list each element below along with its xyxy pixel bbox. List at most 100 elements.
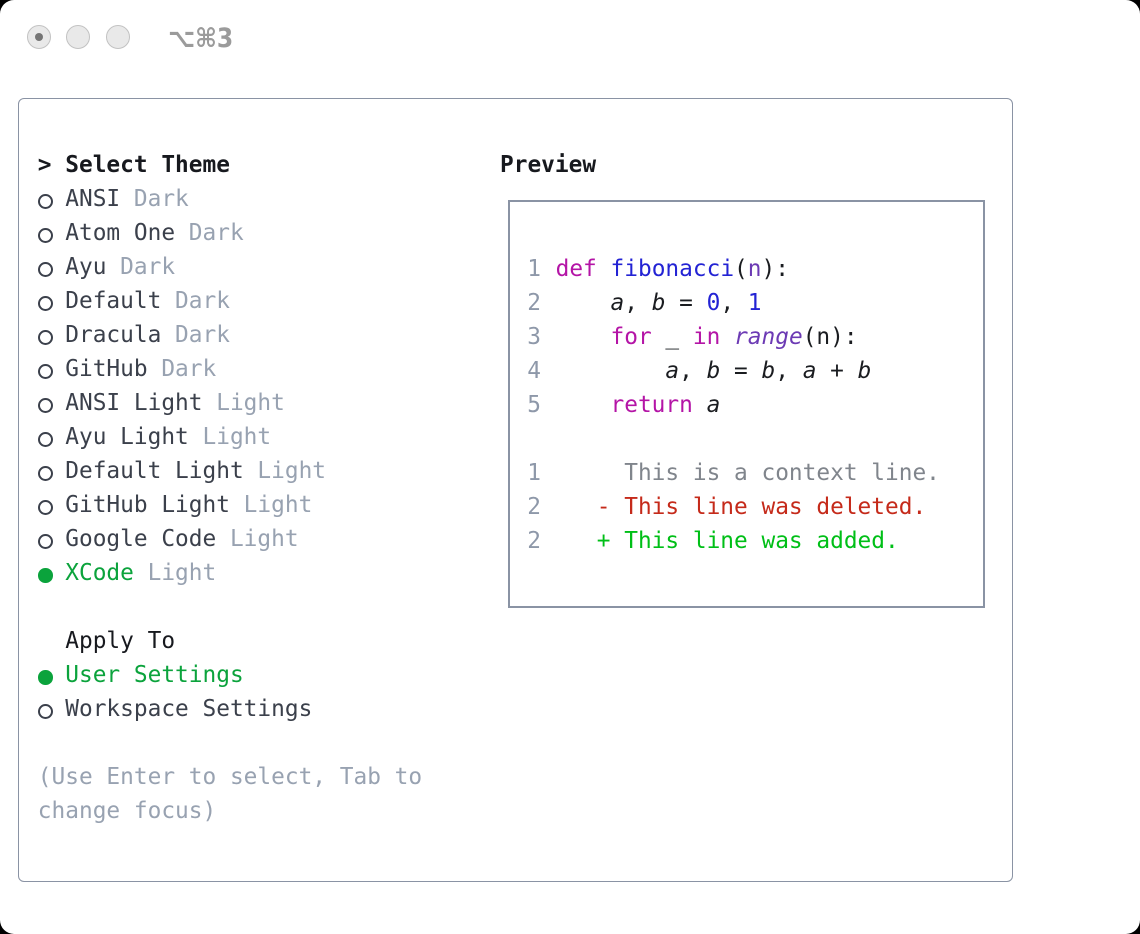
code-token: 1	[747, 290, 762, 317]
theme-variant: Dark	[120, 186, 189, 213]
radio-unselected-icon	[37, 284, 53, 318]
theme-variant: Dark	[161, 322, 230, 349]
theme-option-ayu-light[interactable]: Ayu Light Light	[37, 420, 272, 454]
apply-option-label: Workspace Settings	[65, 696, 313, 723]
theme-name: GitHub Light	[65, 492, 230, 519]
code-token: a	[706, 392, 721, 419]
theme-option-xcode[interactable]: XCode Light	[38, 556, 216, 590]
code-token	[597, 256, 611, 282]
line-number: 5	[527, 392, 542, 419]
theme-option-ayu[interactable]: Ayu Dark	[37, 250, 176, 284]
apply-to-heading: Apply To	[38, 624, 175, 658]
gap	[52, 186, 66, 212]
code-token: a	[802, 358, 817, 385]
code-token: =	[720, 358, 762, 385]
theme-variant: Dark	[106, 254, 176, 281]
radio-unselected-icon	[37, 692, 53, 726]
code-token: ,	[720, 290, 748, 317]
code-token: def	[555, 256, 597, 283]
theme-variant: Light	[243, 458, 327, 485]
code-token: (	[734, 256, 748, 283]
line-number: 2	[527, 528, 542, 555]
gap	[52, 560, 66, 586]
select-theme-title: Select Theme	[65, 152, 230, 179]
diff-line: 1 This is a context line.	[0, 456, 1140, 490]
gap	[52, 662, 66, 688]
code-line-content: for _ in range(n):	[556, 320, 858, 354]
theme-option-github[interactable]: GitHub Dark	[37, 352, 217, 386]
code-line-content: return a	[556, 388, 721, 422]
gap	[52, 220, 66, 246]
minimize-button[interactable]	[66, 25, 91, 50]
gap	[52, 696, 66, 722]
theme-name: Ayu	[65, 254, 107, 281]
code-token	[556, 494, 597, 520]
line-number: 2	[527, 494, 542, 521]
window-title: ⌥⌘3	[168, 22, 234, 55]
diff-line: 2 - This line was deleted.	[0, 490, 1140, 524]
theme-variant: Dark	[175, 220, 244, 247]
hint-line-2: change focus)	[38, 794, 216, 828]
code-line-content: - This line was deleted.	[556, 490, 927, 524]
gap	[52, 424, 66, 450]
code-line-content: a, b = 0, 1	[556, 286, 762, 320]
theme-option-github-light[interactable]: GitHub Light Light	[37, 488, 312, 522]
focus-marker: >	[37, 152, 66, 179]
radio-unselected-icon	[37, 420, 53, 454]
code-token	[556, 290, 611, 316]
preview-heading: Preview	[500, 152, 597, 179]
theme-name: Google Code	[65, 526, 217, 553]
code-preview-box	[507, 199, 986, 609]
theme-variant: Dark	[147, 356, 217, 383]
code-token: a	[665, 358, 680, 385]
theme-name: ANSI	[65, 186, 121, 213]
theme-option-dracula[interactable]: Dracula Dark	[37, 318, 230, 352]
theme-name: Default	[65, 288, 162, 315]
theme-name: Atom One	[65, 220, 176, 247]
radio-unselected-icon	[37, 216, 53, 250]
theme-option-atom-one[interactable]: Atom One Dark	[37, 216, 244, 250]
code-line: 2 a, b = 0, 1	[0, 286, 1140, 320]
code-token: ,	[679, 358, 707, 385]
code-token: in	[692, 324, 721, 351]
code-line: 1 def fibonacci(n):	[0, 252, 1140, 286]
hint-line-1: (Use Enter to select, Tab to	[38, 760, 422, 794]
apply-option-workspace-settings[interactable]: Workspace Settings	[37, 692, 313, 726]
code-token: (n):	[802, 324, 858, 351]
code-token: b	[761, 358, 776, 385]
theme-variant: Light	[202, 390, 285, 417]
code-token: return	[610, 392, 693, 419]
code-token	[556, 358, 666, 384]
code-token: + This line was added.	[596, 528, 899, 555]
close-button[interactable]	[27, 25, 51, 50]
zoom-button[interactable]	[105, 25, 130, 50]
apply-option-user-settings[interactable]: User Settings	[38, 658, 244, 692]
code-token: This is a context line.	[555, 460, 940, 487]
theme-option-ansi-light[interactable]: ANSI Light Light	[37, 386, 285, 420]
radio-unselected-icon	[37, 250, 53, 284]
theme-option-ansi[interactable]: ANSI Dark	[37, 182, 189, 216]
theme-option-default[interactable]: Default Dark	[37, 284, 230, 318]
radio-unselected-icon	[37, 488, 53, 522]
theme-name: Dracula	[65, 322, 162, 349]
theme-option-default-light[interactable]: Default Light Light	[37, 454, 327, 488]
radio-unselected-icon	[37, 454, 53, 488]
code-token: - This line was deleted.	[596, 494, 927, 521]
code-line-content: a, b = b, a + b	[556, 354, 871, 388]
theme-option-google-code[interactable]: Google Code Light	[37, 522, 299, 556]
code-line-content: def fibonacci(n):	[556, 252, 789, 286]
radio-selected-icon	[38, 658, 53, 692]
code-line: 3 for _ in range(n):	[0, 320, 1140, 354]
radio-unselected-icon	[37, 182, 53, 216]
line-number: 2	[527, 290, 542, 317]
code-token: a	[610, 290, 625, 317]
radio-unselected-icon	[37, 352, 53, 386]
theme-variant: Light	[188, 424, 272, 451]
code-line-content: This is a context line.	[556, 456, 940, 490]
code-token: b	[706, 358, 721, 385]
code-token: +	[816, 358, 858, 385]
apply-option-label: User Settings	[65, 662, 244, 689]
line-number: 1	[527, 256, 542, 283]
theme-name: Ayu Light	[65, 424, 189, 451]
